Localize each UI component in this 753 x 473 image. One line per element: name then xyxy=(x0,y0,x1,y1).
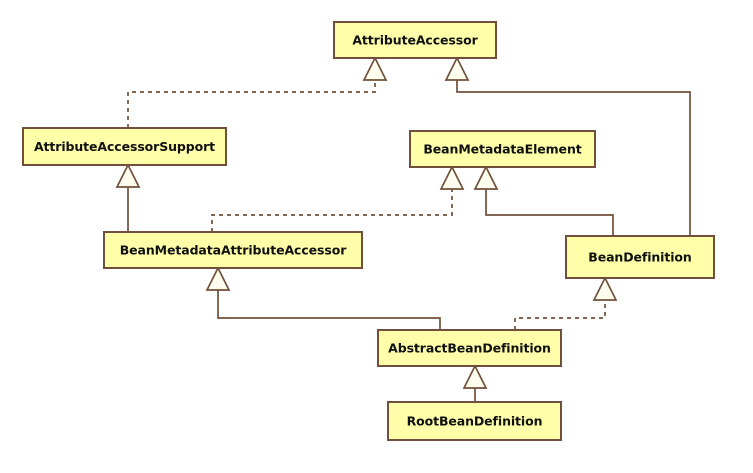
class-box-root-bean-definition[interactable]: RootBeanDefinition xyxy=(387,401,562,441)
class-box-background xyxy=(377,329,562,367)
class-name-label: AttributeAccessorSupport xyxy=(34,139,215,154)
relation-rbd-extends-abd xyxy=(462,364,488,402)
class-name-label: BeanDefinition xyxy=(588,250,691,265)
relation-line-solid xyxy=(485,189,614,236)
class-name-label: AbstractBeanDefinition xyxy=(388,341,551,356)
inheritance-arrow-icon xyxy=(473,165,499,190)
inheritance-arrow-icon xyxy=(115,163,141,188)
class-box-background xyxy=(565,235,715,279)
inheritance-arrow-icon xyxy=(462,364,488,389)
class-box-attribute-accessor[interactable]: AttributeAccessor xyxy=(333,21,497,59)
class-box-background xyxy=(333,21,497,59)
relation-abd-realizes-beandefinition xyxy=(514,276,618,330)
relation-bmaa-extends-support xyxy=(115,163,141,232)
relation-support-realizes-accessor xyxy=(127,56,388,128)
class-name-label: RootBeanDefinition xyxy=(407,414,543,429)
inheritance-arrow-icon xyxy=(592,276,618,301)
class-name-label: AttributeAccessor xyxy=(352,33,478,48)
relation-beandefinition-extends-bme xyxy=(473,165,614,236)
class-box-attribute-accessor-support[interactable]: AttributeAccessorSupport xyxy=(22,127,227,166)
class-box-background xyxy=(409,130,596,168)
class-box-bean-metadata-attribute-accessor[interactable]: BeanMetadataAttributeAccessor xyxy=(103,231,363,269)
relations-layer xyxy=(115,56,691,402)
class-box-background xyxy=(103,231,363,269)
inheritance-arrow-icon xyxy=(444,56,470,81)
class-box-background xyxy=(387,401,562,441)
class-box-bean-definition[interactable]: BeanDefinition xyxy=(565,235,715,279)
class-box-bean-metadata-element[interactable]: BeanMetadataElement xyxy=(409,130,596,168)
relation-line-dashed xyxy=(127,80,376,128)
relation-beandefinition-realizes-accessor xyxy=(444,56,691,236)
relation-line-solid xyxy=(217,290,441,330)
relation-line-dashed xyxy=(514,300,606,330)
inheritance-arrow-icon xyxy=(362,56,388,81)
inheritance-arrow-icon xyxy=(205,266,231,291)
classes-layer: AttributeAccessorAttributeAccessorSuppor… xyxy=(22,21,715,441)
class-box-background xyxy=(22,127,227,166)
relation-line-solid xyxy=(456,80,691,236)
relation-line-dashed xyxy=(211,189,453,232)
class-name-label: BeanMetadataAttributeAccessor xyxy=(120,243,347,258)
relation-bmaa-realizes-bme xyxy=(211,165,465,232)
class-name-label: BeanMetadataElement xyxy=(423,142,581,157)
inheritance-arrow-icon xyxy=(439,165,465,190)
relation-abd-extends-bmaa xyxy=(205,266,441,330)
class-box-abstract-bean-definition[interactable]: AbstractBeanDefinition xyxy=(377,329,562,367)
